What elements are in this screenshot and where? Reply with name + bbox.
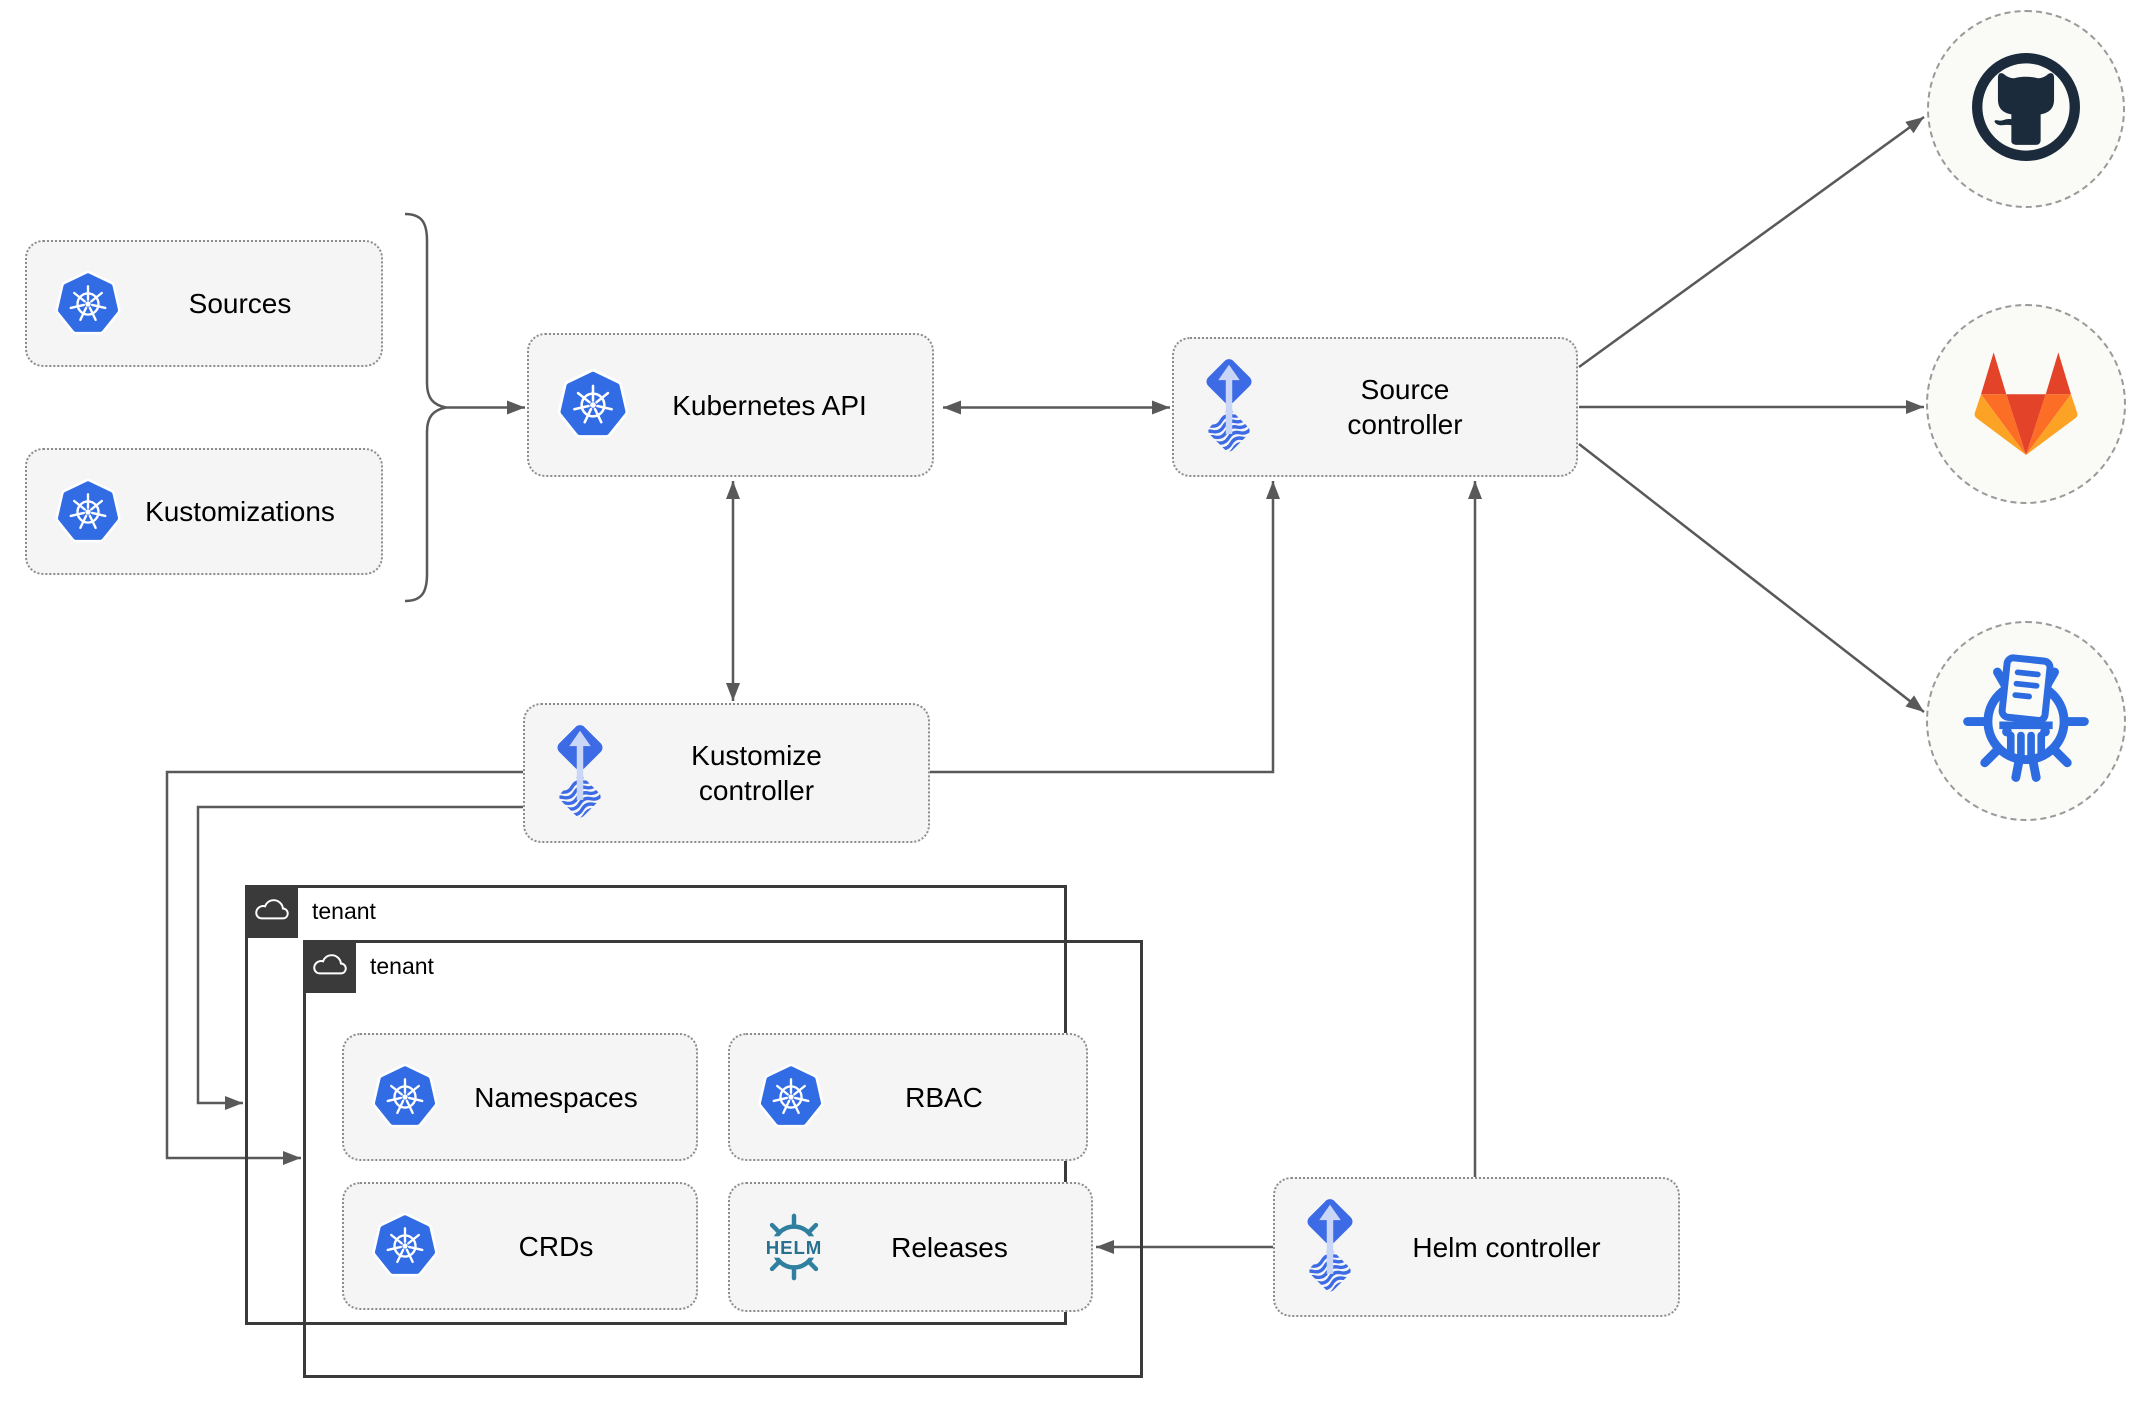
tenant-group-front: tenant (303, 940, 1143, 1378)
tenant-label: tenant (312, 898, 376, 924)
edge-source-to-github (1578, 115, 1925, 369)
node-namespaces: Namespaces (342, 1033, 698, 1161)
node-label: RBAC (905, 1081, 983, 1113)
kubernetes-icon (754, 1060, 828, 1134)
edge-brace-sources-group (404, 212, 447, 603)
flux-icon (549, 723, 611, 823)
gitlab-icon (1964, 345, 2088, 464)
tenant-label: tenant (370, 953, 434, 979)
node-rbac: RBAC (728, 1033, 1088, 1161)
node-label: Kubernetes API (672, 389, 867, 421)
node-helm-controller: Helm controller (1273, 1177, 1680, 1317)
kubernetes-icon (553, 365, 633, 445)
kubernetes-icon (51, 267, 125, 341)
node-crds: CRDs (342, 1182, 698, 1310)
node-label: Sources (188, 288, 292, 319)
edge-kustomize-to-source (930, 481, 1280, 774)
helm-icon-text: HELM (766, 1237, 822, 1258)
node-source-controller: Source controller (1172, 337, 1578, 477)
tenant-tab (245, 885, 298, 938)
node-label: Source controller (1347, 374, 1463, 440)
node-sources: Sources (25, 240, 383, 367)
node-label: CRDs (518, 1230, 594, 1262)
node-label: Helm controller (1412, 1231, 1601, 1263)
helm-icon: HELM (754, 1207, 834, 1287)
flux-icon (1198, 357, 1260, 457)
node-label: Releases (891, 1231, 1008, 1263)
flux-icon (1299, 1197, 1361, 1297)
kubernetes-icon (368, 1209, 442, 1283)
node-kubernetes-api: Kubernetes API (527, 333, 934, 477)
remote-gitlab (1926, 304, 2126, 504)
registry-icon (1960, 653, 2092, 790)
node-kustomize-controller: Kustomize controller (523, 703, 930, 843)
cloud-icon (253, 898, 291, 926)
node-kustomizations: Kustomizations (25, 448, 383, 575)
cloud-icon (311, 953, 349, 981)
edge-kustomize-to-back-tenant (196, 805, 523, 1110)
node-label: Kustomizations (145, 496, 335, 527)
edge-source-to-registry (1578, 443, 1925, 713)
edge-kustomize-to-front-tenant (165, 770, 523, 1165)
remote-github (1927, 10, 2125, 208)
kubernetes-icon (368, 1060, 442, 1134)
remote-registry (1926, 621, 2126, 821)
tenant-tab (303, 940, 356, 993)
kubernetes-icon (51, 475, 125, 549)
node-label: Namespaces (474, 1081, 638, 1113)
node-releases: HELM Releases (728, 1182, 1093, 1312)
node-label: Kustomize controller (691, 740, 822, 806)
github-icon (1965, 46, 2087, 173)
